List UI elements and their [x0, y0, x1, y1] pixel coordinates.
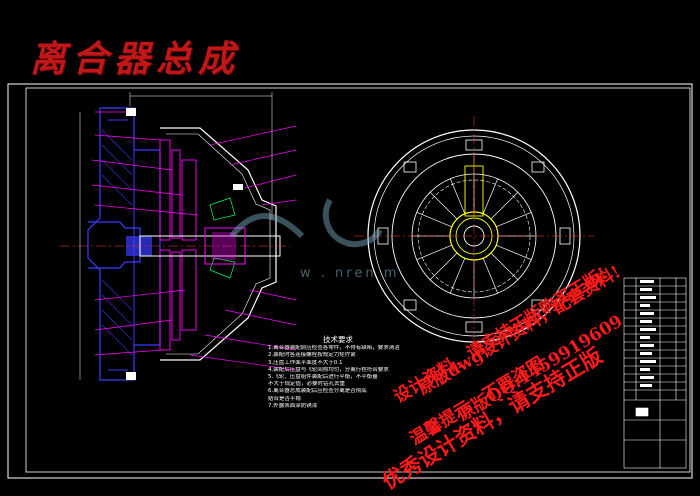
- technical-requirements: 技术要求 1.离合器装配前应检查各零件，不得有缺陷，要求清洁 2.装配时各连接螺…: [268, 336, 408, 410]
- drawing-frame-outer: [7, 83, 693, 479]
- requirement-line: 5.飞轮、压盘组件装配后进行平衡，不平衡量: [268, 374, 378, 381]
- watermark-url: w . nren m: [300, 266, 400, 281]
- watermark-logo-icon: [229, 198, 383, 248]
- front-view: [354, 116, 594, 356]
- requirement-line: 1.离合器装配前应检查各零件，不得有缺陷，要求清洁: [268, 345, 400, 352]
- requirements-title: 技术要求: [323, 335, 353, 344]
- drawing-frame-inner: [25, 87, 691, 473]
- requirement-line: 不大于规定值，必要时钻孔去重: [268, 381, 346, 388]
- requirement-line: 2.装配时各连接螺栓按规定力矩拧紧: [268, 352, 356, 359]
- requirement-line: 结合是否平稳: [268, 395, 302, 402]
- drawing-title: 离合器总成: [30, 38, 241, 80]
- requirement-line: 6.离合器总成装配后应检查分离是否彻底: [268, 388, 367, 395]
- parts-list-text-marks: [640, 280, 656, 387]
- requirement-line: 7.外露表面涂防锈漆: [268, 402, 318, 409]
- parts-list-table: [623, 277, 687, 469]
- requirement-line: 4.装配后压盘与飞轮间隙均匀，分离行程符合要求: [268, 366, 389, 373]
- section-view: [60, 92, 297, 381]
- requirement-line: 3.压盘工作面平面度不大于0.1: [268, 359, 343, 366]
